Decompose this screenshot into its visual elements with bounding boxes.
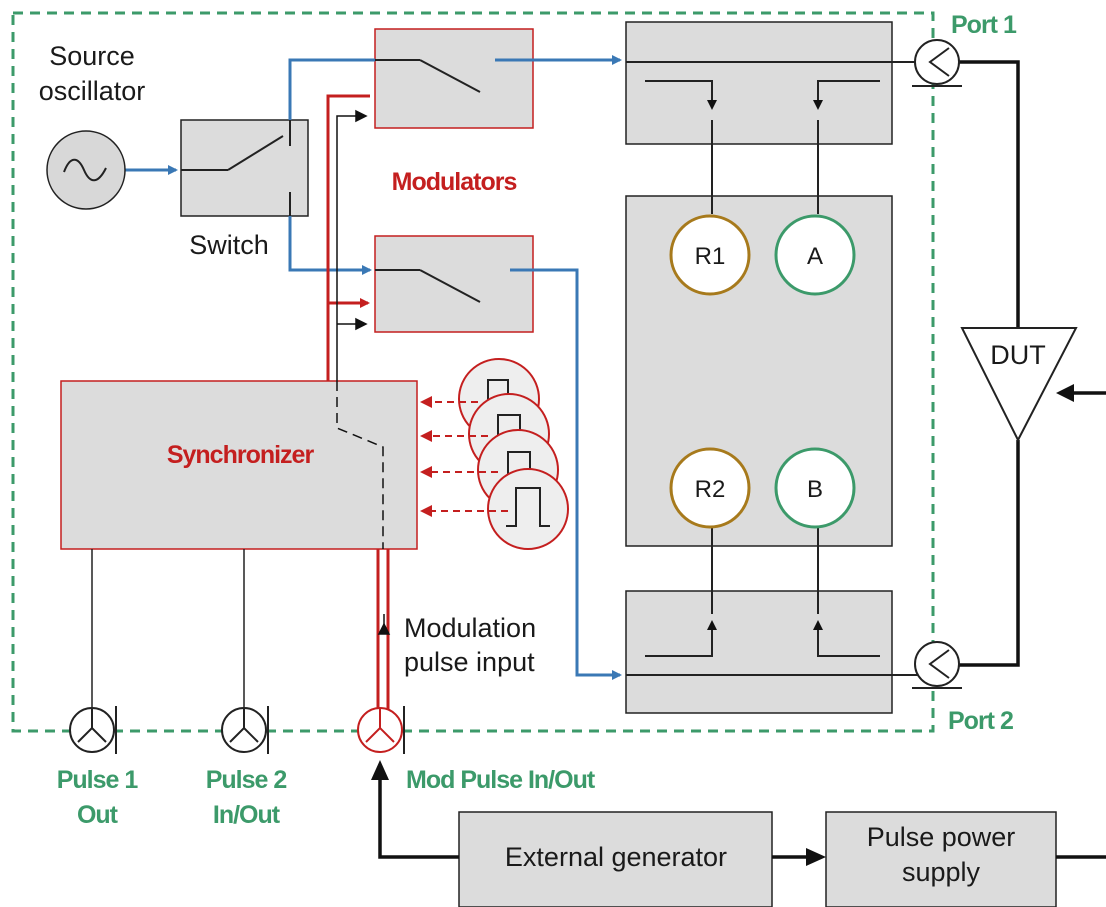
external-wiring	[378, 778, 1106, 859]
port1-connector	[912, 39, 962, 87]
coupler-bottom-box	[625, 590, 893, 714]
receiver-r2: R2	[669, 447, 751, 529]
mod-pulse-connector	[357, 706, 405, 754]
switch-label: Switch	[189, 230, 269, 260]
pulse-power-label-1: Pulse power	[867, 822, 1016, 852]
coupler-top-box	[625, 21, 893, 145]
receiver-a-label: A	[807, 243, 823, 270]
pulse2-label-1: Pulse 2	[206, 766, 287, 794]
dut-wiring	[958, 60, 1020, 667]
source-oscillator-label-1: Source	[49, 41, 135, 71]
control-lines	[326, 94, 390, 712]
receiver-b: B	[774, 447, 856, 529]
receiver-r1-label: R1	[695, 243, 726, 270]
mod-input-lines	[336, 109, 391, 635]
dut-amplifier	[960, 327, 1078, 443]
mod-pulse-label: Mod Pulse In/Out	[406, 766, 596, 794]
pulse1-label-1: Pulse 1	[57, 766, 139, 794]
external-generator-box	[458, 811, 773, 907]
modulator-contacts	[375, 59, 481, 303]
synchronizer-label: Synchronizer	[167, 441, 315, 469]
receiver-a: A	[774, 214, 856, 296]
source-oscillator-label-2: oscillator	[39, 76, 146, 106]
modulators-label: Modulators	[392, 168, 517, 196]
receiver-r2-label: R2	[695, 476, 726, 503]
receiver-r1: R1	[669, 214, 751, 296]
instrument-boundary	[11, 11, 935, 733]
dut-bias-arrowhead	[1056, 384, 1074, 402]
mod-pulse-arrowhead	[371, 760, 389, 780]
switch-box	[180, 119, 309, 217]
coupler-lines	[626, 61, 930, 676]
power-supply-arrowhead	[806, 848, 826, 866]
pulse2-label-2: In/Out	[213, 801, 281, 829]
pulse-trigger-arrows	[428, 401, 508, 512]
sync-output-lines	[91, 549, 245, 708]
pulse-generators	[458, 358, 569, 550]
dut-label: DUT	[990, 340, 1046, 370]
signal-paths	[125, 55, 622, 680]
external-generator-label: External generator	[505, 842, 727, 872]
modulation-input-label-2: pulse input	[404, 647, 535, 677]
pulse-power-supply-box	[825, 811, 1057, 907]
modulation-input-label-1: Modulation	[404, 613, 536, 643]
synchronizer-box	[60, 380, 418, 550]
pulse1-connector	[69, 706, 117, 754]
modulator-bottom-box	[374, 235, 534, 333]
port2-label: Port 2	[948, 707, 1013, 735]
switch-contacts	[181, 120, 291, 216]
pulse-power-label-2: supply	[902, 857, 981, 887]
pulse-trigger-arrowheads	[420, 396, 432, 517]
oscillator-icon	[46, 130, 126, 210]
pulse-icon	[487, 468, 569, 550]
pulse1-label-2: Out	[77, 801, 119, 829]
pulse2-connector	[221, 706, 269, 754]
port1-label: Port 1	[951, 11, 1017, 39]
receiver-b-label: B	[807, 476, 823, 503]
port2-connector	[912, 641, 962, 689]
